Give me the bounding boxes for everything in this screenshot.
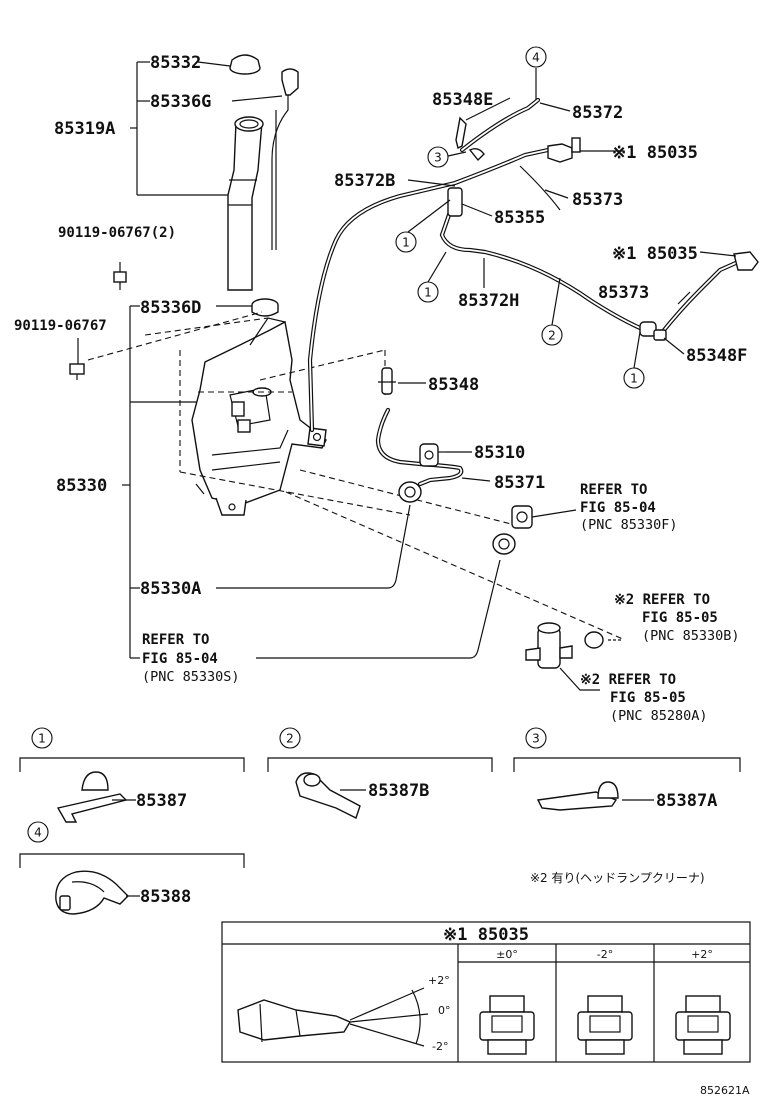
callouts: 4 3 1 1 2 1 [395,46,645,389]
refer-85330B-line3: (PNC 85330B) [642,628,740,644]
refer-85280A-line3: (PNC 85280A) [610,708,708,724]
label-85330: 85330 [56,476,107,496]
washer-reservoir [191,298,327,516]
bolt-icon [113,271,127,290]
refer-85330F-line1: REFER TO [580,482,647,498]
col-plus2: +2° [691,948,713,961]
svg-text:4: 4 [34,826,42,840]
washer-nozzle-icon [547,137,581,163]
label-85387B: 85387B [368,781,429,801]
label-85035-lower: ※1 85035 [612,244,698,264]
bolt-icon [69,363,85,380]
refer-notes: REFER TO FIG 85-04 (PNC 85330F) ※2 REFER… [142,482,740,724]
refer-85280A-line1: ※2 REFER TO [580,672,676,688]
washer-pump-icon [511,505,533,529]
check-valve-icon [419,443,446,467]
refer-85280A-line2: FIG 85-05 [610,690,686,706]
label-85373-lower: 85373 [598,283,649,303]
figure-id: 852621A [700,1084,750,1097]
hose-fittings [378,116,759,691]
refer-85330S-line2: FIG 85-04 [142,651,218,667]
detail-view-2: 2 85387B [267,727,493,819]
label-85387A: 85387A [656,791,717,811]
svg-text:2: 2 [548,329,556,343]
headlamp-cleaner-pump-icon [525,622,573,669]
label-85332: 85332 [150,53,201,73]
label-85336D: 85336D [140,298,201,318]
svg-text:1: 1 [402,236,410,250]
svg-text:2: 2 [286,732,294,746]
table-title: ※1 85035 [443,925,529,945]
label-85310: 85310 [474,443,525,463]
label-85372H: 85372H [458,291,519,311]
angle-minus2: -2° [432,1040,448,1053]
nozzle-view-zero-icon [479,995,535,1055]
refer-85330S-line3: (PNC 85330S) [142,669,240,685]
svg-text:4: 4 [532,51,540,65]
col-minus2: -2° [597,948,613,961]
label-85348F: 85348F [686,346,747,366]
label-85319A: 85319A [54,119,115,139]
right-leader-lines [398,97,737,518]
label-85035-upper: ※1 85035 [612,143,698,163]
refer-85330F-line3: (PNC 85330F) [580,517,678,533]
left-leader-lines [77,61,501,659]
detail-view-1: 1 85387 [19,727,245,823]
refer-85330B-line1: ※2 REFER TO [614,592,710,608]
label-85373-upper: 85373 [572,190,623,210]
label-90119-06767-2: 90119-06767(2) [58,225,176,241]
part-labels: 85332 85336G 85319A 90119-06767(2) 85336… [14,53,747,599]
angle-zero: 0° [438,1004,451,1017]
hoses [307,97,741,487]
svg-text:1: 1 [630,372,638,386]
label-85336G: 85336G [150,92,211,112]
refer-85330B-line2: FIG 85-05 [642,610,718,626]
refer-85330S-line1: REFER TO [142,632,209,648]
label-85348: 85348 [428,375,479,395]
svg-text:1: 1 [424,286,432,300]
label-85372: 85372 [572,103,623,123]
detail-view-4: 4 85388 [19,821,245,915]
svg-text:1: 1 [38,732,46,746]
col-zero: ±0° [496,948,518,961]
detail-view-3: 3 85387A [513,727,741,811]
nozzle-view-plus2-icon [675,995,731,1055]
angle-plus2: +2° [428,974,450,987]
headlamp-cleaner-note: ※2 有り(ヘッドランプクリーナ) [530,871,705,885]
label-85372B: 85372B [334,171,395,191]
washer-nozzle-icon [733,251,759,271]
label-90119-06767: 90119-06767 [14,318,107,334]
label-85355: 85355 [494,208,545,228]
label-85371: 85371 [494,473,545,493]
label-85388: 85388 [140,887,191,907]
label-85348E: 85348E [432,90,493,110]
refer-85330F-line2: FIG 85-04 [580,500,656,516]
svg-text:3: 3 [434,151,442,165]
filler-neck-assembly [69,54,299,380]
nozzle-view-minus2-icon [577,995,633,1055]
label-85387: 85387 [136,791,187,811]
label-85330A: 85330A [140,579,201,599]
svg-text:3: 3 [532,732,540,746]
nozzle-angle-table: ※1 85035 ±0° -2° +2° +2° 0° -2° [221,921,751,1063]
